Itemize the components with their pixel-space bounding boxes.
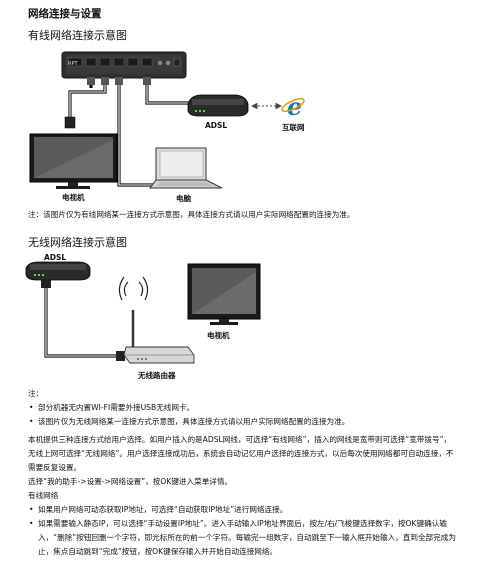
wired-network-title: 有线网络 [28,491,59,500]
wired-tv-label: 电视机 [62,193,85,202]
wireless-cable [44,280,123,358]
internet-icon: e [281,92,305,121]
wireless-tv [187,263,261,325]
pc-label: 电脑 [176,194,191,203]
wired-adsl-label: ADSL [205,121,228,130]
wireless-adsl-modem [25,261,91,281]
notes-section: 注： 部分机器无内置WI-FI需要外接USB无线网卡。 该图片仅为无线网络某一连… [28,387,468,429]
wireless-tv-label: 电视机 [207,331,230,340]
wireless-router [123,310,195,364]
note-item: 该图片仅为无线网络某一连接方式示意图，具体连接方式请以用户实际网络配置的连接为准… [28,415,468,429]
wired-diagram: e [29,51,305,189]
router-label: RPT [68,61,78,67]
wired-diagram-note: 注：该图片仅为有线网络某一连接方式示意图，具体连接方式请以用户实际网络配置的连接… [28,210,355,219]
wired-cable-inner [69,80,190,186]
wifi-signal-icon [118,276,149,301]
wired-laptop [149,147,223,189]
internet-label: 互联网 [282,123,305,132]
wireless-adsl-label: ADSL [44,253,67,262]
wired-heading: 有线网络连接示意图 [28,29,127,42]
wireless-diagram [25,261,261,364]
wired-router [61,51,187,79]
internet-link-arrow [250,102,283,110]
settings-path-paragraph: 选择“我的助手->设置->网络设置”，按OK键进入菜单详情。 [28,477,233,486]
wired-bullet: 如果需要输入静态IP，可以选择“手动设置IP地址”。进入手动输入IP地址界面后，… [28,517,456,559]
notes-header: 注： [28,389,44,398]
wired-bullet: 如果用户网络可动态获取IP地址，可选择“自动获取IP地址”进行网络连接。 [28,503,456,517]
wired-tv [29,133,118,189]
body-section: 本机提供三种连接方式给用户选择。如用户插入的是ADSL网线，可选择“有线网络”，… [28,433,456,559]
intro-paragraph: 本机提供三种连接方式给用户选择。如用户插入的是ADSL网线，可选择“有线网络”，… [28,435,454,472]
wireless-heading: 无线网络连接示意图 [28,236,127,249]
page-title: 网络连接与设置 [28,8,102,20]
wireless-router-label: 无线路由器 [138,371,176,380]
wired-adsl-modem [187,94,249,117]
note-item: 部分机器无内置WI-FI需要外接USB无线网卡。 [28,401,468,415]
